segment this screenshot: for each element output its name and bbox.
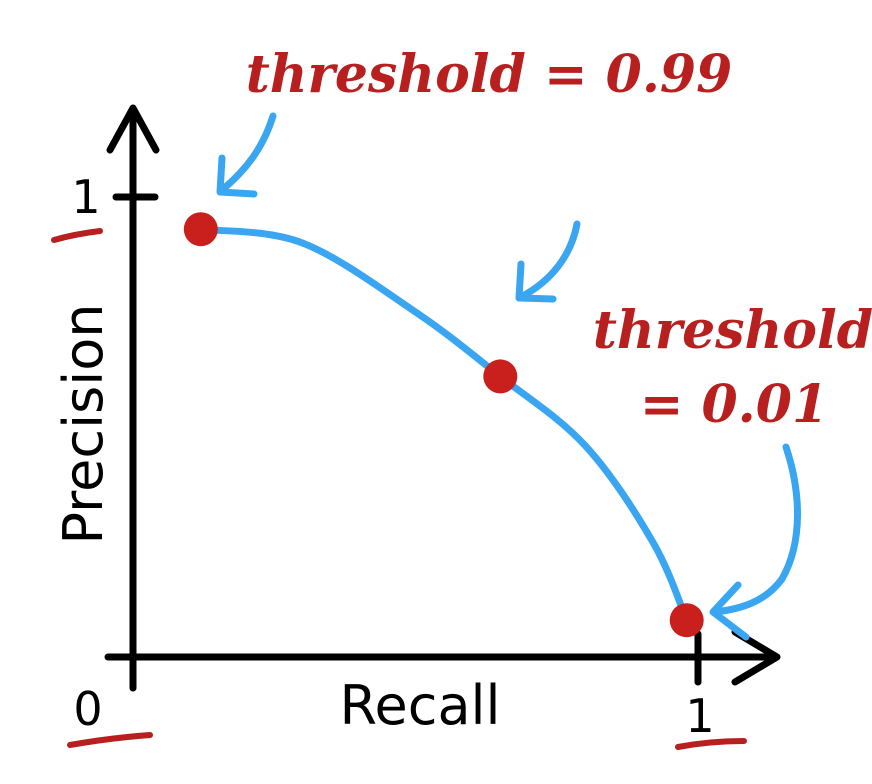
x-tick-label-1: 1 [685,689,714,743]
x-tick-label-0: 0 [73,682,102,736]
callout-arrowhead-low-threshold [709,581,750,641]
x-tick-1-underline [675,738,747,750]
data-point-1 [483,359,518,394]
annotation-threshold-low-line1: threshold [593,300,872,361]
callout-arrow-high-threshold [218,112,277,194]
x-axis-title: Recall [339,674,500,737]
callout-arrow-low-threshold [711,443,801,616]
data-point-0 [183,212,218,247]
callout-arrowhead-high-threshold [216,154,258,198]
points-layer [183,212,704,638]
y-axis-title: Precision [52,304,115,545]
annotation-threshold-099: threshold = 0.99 [246,44,733,105]
callout-arrowhead-middle-point [515,260,557,303]
x-axis-arrowhead [731,628,781,686]
y-tick-label-1: 1 [71,170,100,224]
annotation-threshold-low-line2: = 0.01 [640,374,828,435]
precision-recall-curve [197,225,691,624]
data-point-2 [669,603,704,638]
y-axis-arrowhead [106,104,160,154]
x-tick-0-underline [67,732,153,748]
y-tick-underline [51,228,103,243]
callout-arrow-middle-point [517,220,581,301]
